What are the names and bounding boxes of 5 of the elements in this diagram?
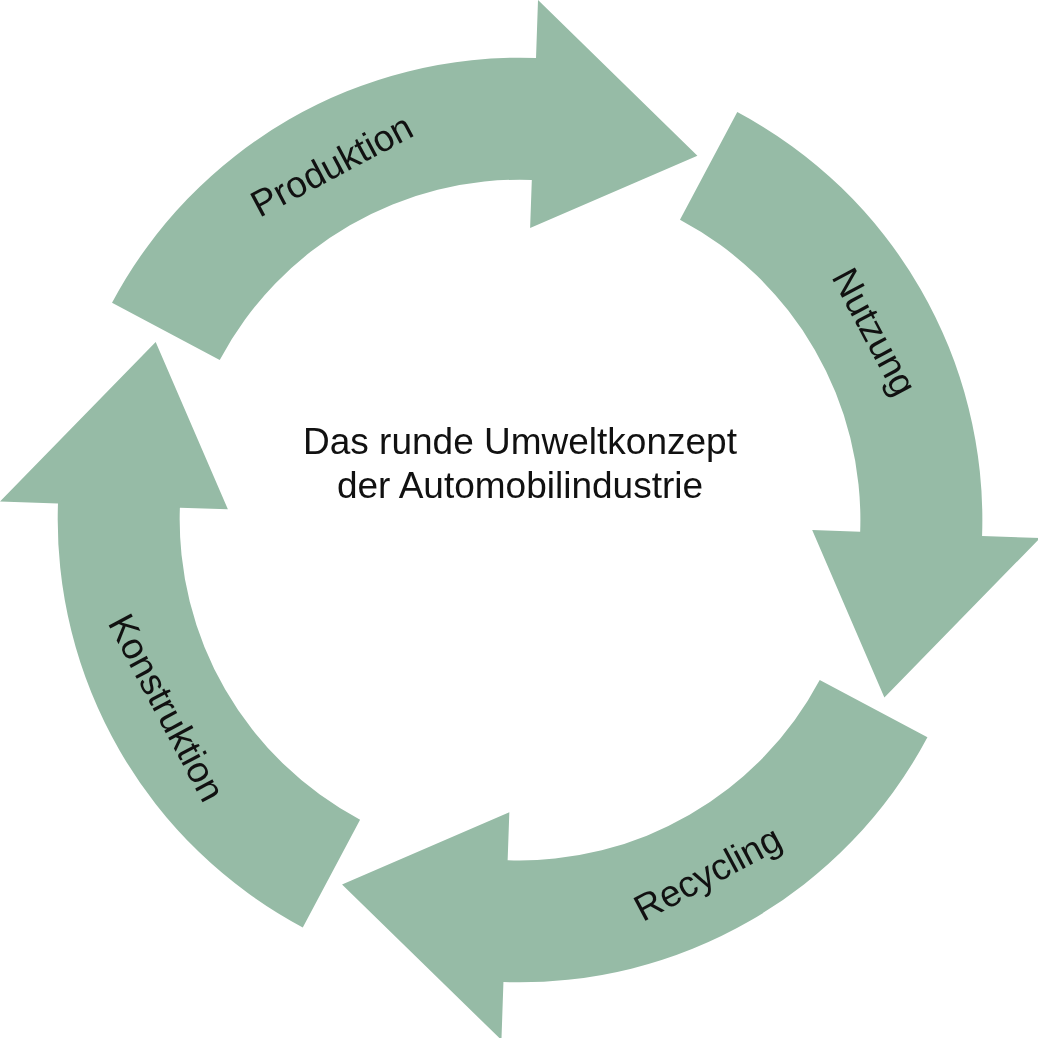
curved-arrow <box>112 0 698 361</box>
curved-arrow <box>679 112 1038 698</box>
curved-arrow <box>0 342 361 928</box>
curved-arrow <box>342 679 928 1038</box>
center-title: Das runde Umweltkonzept der Automobilindustrie <box>302 420 738 509</box>
